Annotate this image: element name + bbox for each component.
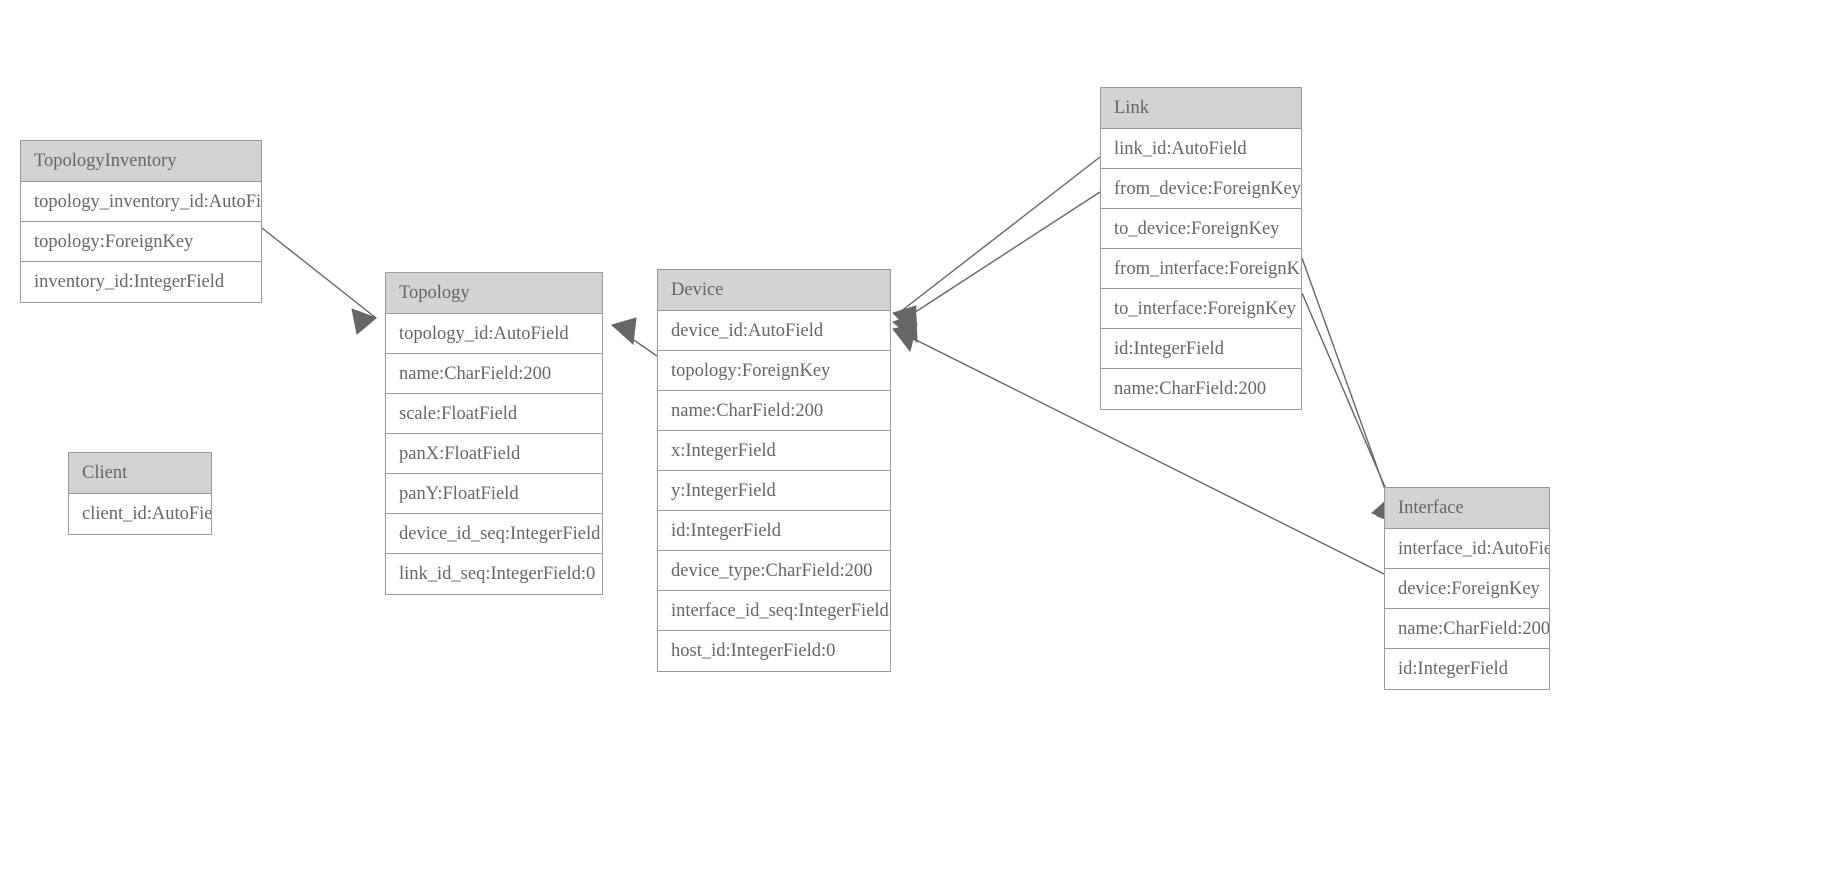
entity-field[interactable]: topology:ForeignKey — [658, 351, 890, 391]
entity-field[interactable]: to_interface:ForeignKey — [1101, 289, 1301, 329]
entity-field[interactable]: host_id:IntegerField:0 — [658, 631, 890, 671]
entity-field[interactable]: y:IntegerField — [658, 471, 890, 511]
entity-title-interface: Interface — [1385, 488, 1549, 529]
rel-link-to-device — [892, 191, 1101, 344]
entity-field[interactable]: scale:FloatField — [386, 394, 602, 434]
entity-field[interactable]: name:CharField:200 — [658, 391, 890, 431]
rel-link-from-interface — [1301, 257, 1397, 524]
entity-field[interactable]: interface_id_seq:IntegerField:0 — [658, 591, 890, 631]
entity-field[interactable]: device:ForeignKey — [1385, 569, 1549, 609]
entity-title-client: Client — [69, 453, 211, 494]
entity-field[interactable]: panY:FloatField — [386, 474, 602, 514]
entity-field[interactable]: id:IntegerField — [658, 511, 890, 551]
entity-field[interactable]: panX:FloatField — [386, 434, 602, 474]
entity-field[interactable]: id:IntegerField — [1101, 329, 1301, 369]
entity-title-device: Device — [658, 270, 890, 311]
entity-field[interactable]: inventory_id:IntegerField — [21, 262, 261, 302]
entity-field[interactable]: id:IntegerField — [1385, 649, 1549, 689]
entity-title-topology: Topology — [386, 273, 602, 314]
entity-title-topology_inventory: TopologyInventory — [21, 141, 261, 182]
entity-field[interactable]: device_id:AutoField — [658, 311, 890, 351]
entity-field[interactable]: client_id:AutoField — [69, 494, 211, 534]
entity-field[interactable]: from_interface:ForeignKey — [1101, 249, 1301, 289]
entity-title-link: Link — [1101, 88, 1301, 129]
entity-field[interactable]: link_id_seq:IntegerField:0 — [386, 554, 602, 594]
entity-field[interactable]: topology:ForeignKey — [21, 222, 261, 262]
rel-topologyinventory-topology — [261, 227, 377, 335]
entity-field[interactable]: topology_id:AutoField — [386, 314, 602, 354]
rel-link-from-device — [892, 156, 1101, 336]
rel-device-topology — [611, 317, 658, 357]
entity-field[interactable]: device_type:CharField:200 — [658, 551, 890, 591]
entity-field[interactable]: interface_id:AutoField — [1385, 529, 1549, 569]
entity-field[interactable]: to_device:ForeignKey — [1101, 209, 1301, 249]
entity-field[interactable]: topology_inventory_id:AutoField — [21, 182, 261, 222]
entity-field[interactable]: from_device:ForeignKey — [1101, 169, 1301, 209]
entity-field[interactable]: link_id:AutoField — [1101, 129, 1301, 169]
entity-field[interactable]: name:CharField:200 — [1385, 609, 1549, 649]
entity-interface[interactable]: Interfaceinterface_id:AutoFielddevice:Fo… — [1384, 487, 1550, 690]
entity-field[interactable]: device_id_seq:IntegerField:0 — [386, 514, 602, 554]
entity-field[interactable]: x:IntegerField — [658, 431, 890, 471]
entity-field[interactable]: name:CharField:200 — [1101, 369, 1301, 409]
entity-field[interactable]: name:CharField:200 — [386, 354, 602, 394]
